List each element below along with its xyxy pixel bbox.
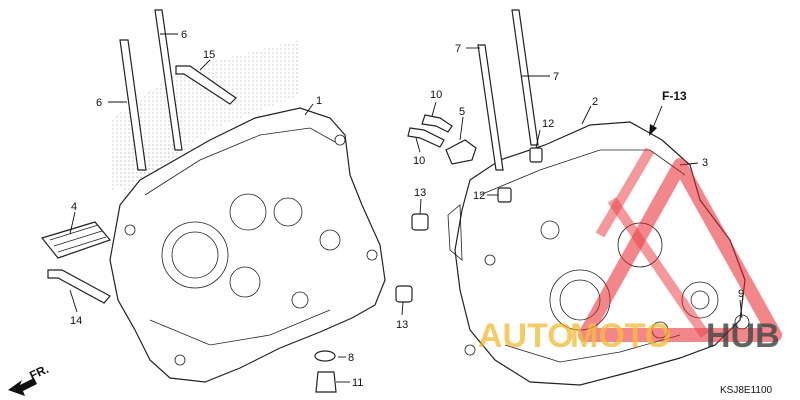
callout-14: 14 (70, 315, 82, 327)
ref-f13: F-13 (649, 89, 687, 136)
watermark-text-1: AUTO (478, 317, 574, 355)
bolts (47, 65, 453, 304)
bracket (445, 139, 477, 165)
leader-lines (69, 33, 743, 383)
callout-10-top: 10 (430, 89, 442, 101)
callout-12-mid: 12 (473, 190, 485, 202)
callout-6-top: 6 (181, 29, 187, 41)
callout-11: 11 (352, 377, 363, 389)
front-direction: FR. (8, 362, 51, 396)
callout-7-right: 7 (553, 71, 559, 83)
gasket-shadow-left-2 (112, 140, 200, 200)
ref-f13-label: F-13 (662, 89, 687, 103)
callout-10-bottom: 10 (413, 155, 425, 167)
oil-strainer (40, 221, 112, 259)
callout-8: 8 (348, 352, 354, 364)
stud-bolts (119, 9, 539, 171)
drain-plug (314, 350, 337, 393)
callout-7-left: 7 (455, 43, 461, 55)
left-crankcase (109, 107, 386, 383)
watermark-text-3: HUB (706, 317, 780, 355)
callout-13-left: 13 (414, 187, 426, 199)
diagram-code: KSJ8E1100 (720, 385, 773, 396)
callout-13-right: 13 (396, 319, 408, 331)
front-arrow-icon (8, 378, 37, 396)
ref-arrow-icon (649, 124, 657, 136)
callout-4: 4 (71, 201, 77, 213)
callout-3: 3 (702, 157, 708, 169)
watermark-logo-icon (578, 147, 782, 342)
dowel-pins (395, 147, 543, 303)
callout-6-left: 6 (96, 97, 102, 109)
watermark-text-2: MOTO (570, 317, 671, 355)
callout-1: 1 (316, 95, 322, 107)
front-label: FR. (27, 362, 50, 383)
callout-9: 9 (738, 288, 744, 300)
callout-2: 2 (592, 96, 598, 108)
callout-12-top: 12 (542, 118, 554, 130)
callout-15: 15 (203, 49, 215, 61)
watermark: AUTO MOTO HUB (478, 147, 782, 355)
callout-5: 5 (459, 106, 465, 118)
callout-labels: 1 2 3 4 5 6 6 7 7 8 9 10 10 11 12 12 13 … (70, 29, 744, 389)
